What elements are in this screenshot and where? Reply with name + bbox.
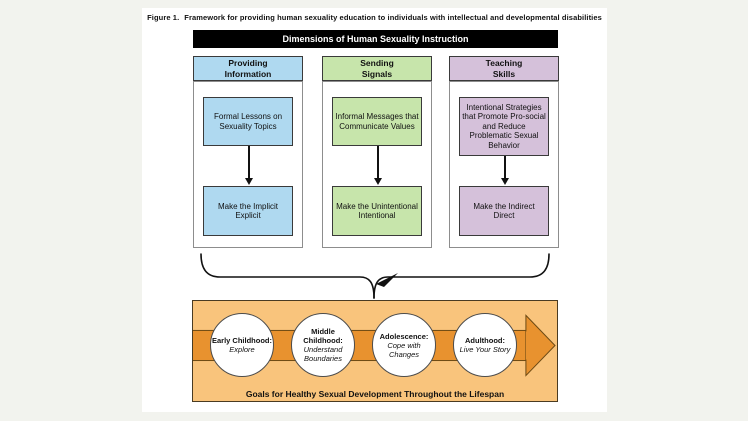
stage-goal: Explore	[229, 345, 255, 354]
stage-middle-childhood: Middle Childhood: Understand Boundaries	[291, 313, 355, 377]
stage-adolescence: Adolescence: Cope with Changes	[372, 313, 436, 377]
column-sending-signals: Sending Signals Informal Messages that C…	[322, 56, 432, 248]
node-label: Formal Lessons on Sexuality Topics	[213, 112, 283, 131]
column-header-providing-information: Providing Information	[193, 56, 303, 81]
column-body: Informal Messages that Communicate Value…	[322, 81, 432, 248]
column-header-sending-signals: Sending Signals	[322, 56, 432, 81]
node-formal-lessons: Formal Lessons on Sexuality Topics	[203, 97, 293, 146]
node-label: Make the Unintentional Intentional	[336, 201, 418, 220]
node-label: Make the Implicit Explicit	[217, 201, 279, 220]
column-body: Intentional Strategies that Promote Pro-…	[449, 81, 559, 248]
stage-goal: Cope with Changes	[387, 340, 421, 359]
figure-title-text: Framework for providing human sexuality …	[184, 13, 602, 22]
header-line: Signals	[361, 68, 393, 79]
stage-name: Early Childhood:	[212, 336, 272, 345]
header-line: Providing	[228, 58, 268, 69]
stage-name: Adolescence:	[379, 331, 429, 341]
stage-name: Middle Childhood:	[303, 327, 343, 345]
down-arrow-icon	[501, 156, 508, 185]
header-line: Sending	[360, 58, 394, 69]
node-label: Intentional Strategies that Promote Pro-…	[462, 102, 546, 150]
brace-arrowhead-icon	[376, 273, 398, 287]
column-header-teaching-skills: Teaching Skills	[449, 56, 559, 81]
stage-name: Adulthood:	[465, 336, 505, 345]
figure-label: Figure 1.	[147, 13, 180, 22]
header-line: Teaching	[485, 58, 523, 69]
header-line: Information	[224, 68, 272, 79]
node-label: Make the Indirect Direct	[473, 201, 535, 220]
node-indirect-direct: Make the Indirect Direct	[459, 186, 549, 236]
node-intentional-strategies: Intentional Strategies that Promote Pro-…	[459, 97, 549, 156]
lifespan-banner: Early Childhood: Explore Middle Childhoo…	[192, 300, 558, 402]
dimensions-banner: Dimensions of Human Sexuality Instructio…	[193, 30, 558, 48]
curly-brace-connector	[200, 253, 550, 299]
header-line: Skills	[492, 68, 516, 79]
node-informal-messages: Informal Messages that Communicate Value…	[332, 97, 422, 146]
figure-title: Figure 1. Framework for providing human s…	[142, 13, 607, 22]
column-providing-information: Providing Information Formal Lessons on …	[193, 56, 303, 248]
node-implicit-explicit: Make the Implicit Explicit	[203, 186, 293, 236]
stage-early-childhood: Early Childhood: Explore	[210, 313, 274, 377]
stage-goal: Live Your Story	[459, 345, 511, 354]
down-arrow-icon	[245, 146, 252, 185]
column-teaching-skills: Teaching Skills Intentional Strategies t…	[449, 56, 559, 248]
dimensions-banner-label: Dimensions of Human Sexuality Instructio…	[282, 34, 469, 44]
node-label: Informal Messages that Communicate Value…	[335, 112, 419, 131]
figure-page: Figure 1. Framework for providing human s…	[142, 8, 607, 412]
lifespan-caption: Goals for Healthy Sexual Development Thr…	[245, 389, 505, 399]
node-unintentional-intentional: Make the Unintentional Intentional	[332, 186, 422, 236]
column-body: Formal Lessons on Sexuality Topics Make …	[193, 81, 303, 248]
stage-adulthood: Adulthood: Live Your Story	[453, 313, 517, 377]
down-arrow-icon	[374, 146, 381, 185]
stage-goal: Understand Boundaries	[303, 345, 343, 363]
